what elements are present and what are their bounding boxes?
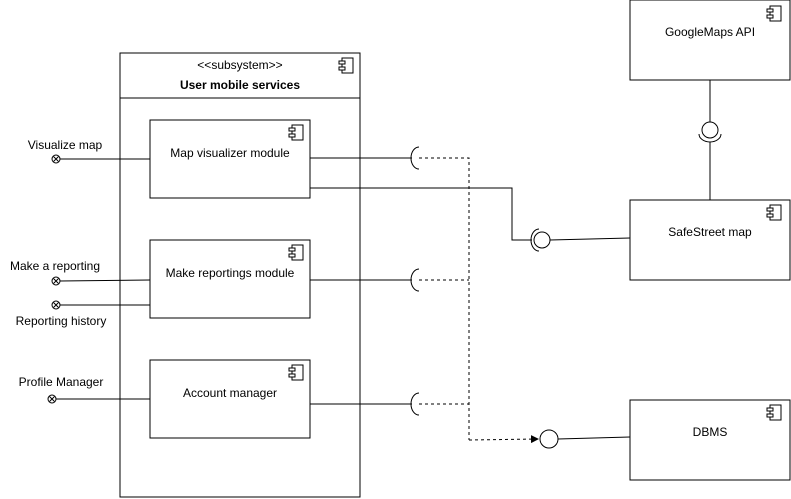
- component-make-reportings-module[interactable]: Make reportings module: [149, 239, 311, 319]
- required-interface-make-reportings: [310, 268, 469, 292]
- component-label: Map visualizer module: [170, 146, 290, 160]
- component-account-manager[interactable]: Account manager: [149, 359, 311, 439]
- interface-reporting-history[interactable]: Reporting history: [16, 300, 150, 328]
- interface-label: Visualize map: [28, 138, 103, 152]
- subsystem-stereotype: <<subsystem>>: [197, 58, 282, 72]
- interface-visualize-map[interactable]: Visualize map: [28, 138, 150, 164]
- interface-dbms: [539, 429, 631, 449]
- component-dbms[interactable]: DBMS: [629, 399, 791, 481]
- component-safestreet-map[interactable]: SafeStreet map: [629, 199, 791, 281]
- dependency-arrow: [468, 435, 539, 444]
- component-label: SafeStreet map: [668, 225, 752, 239]
- required-interface-account-manager: [310, 392, 469, 416]
- interface-make-a-reporting[interactable]: Make a reporting: [10, 259, 151, 286]
- component-label: Account manager: [183, 386, 277, 400]
- interface-profile-manager[interactable]: Profile Manager: [19, 375, 150, 404]
- subsystem-name: User mobile services: [180, 78, 300, 92]
- connector-googlemaps-safestreet: [698, 80, 722, 200]
- interface-label: Make a reporting: [10, 259, 100, 273]
- component-label: DBMS: [693, 425, 728, 439]
- component-map-visualizer-module[interactable]: Map visualizer module: [149, 119, 311, 199]
- connector-map-visualizer-safestreet: [310, 187, 631, 252]
- interface-label: Reporting history: [16, 314, 107, 328]
- component-googlemaps-api[interactable]: GoogleMaps API: [629, 0, 791, 81]
- required-interface-map-visualizer: [310, 146, 470, 440]
- interface-label: Profile Manager: [19, 375, 104, 389]
- component-label: Make reportings module: [166, 266, 295, 280]
- component-label: GoogleMaps API: [665, 25, 755, 39]
